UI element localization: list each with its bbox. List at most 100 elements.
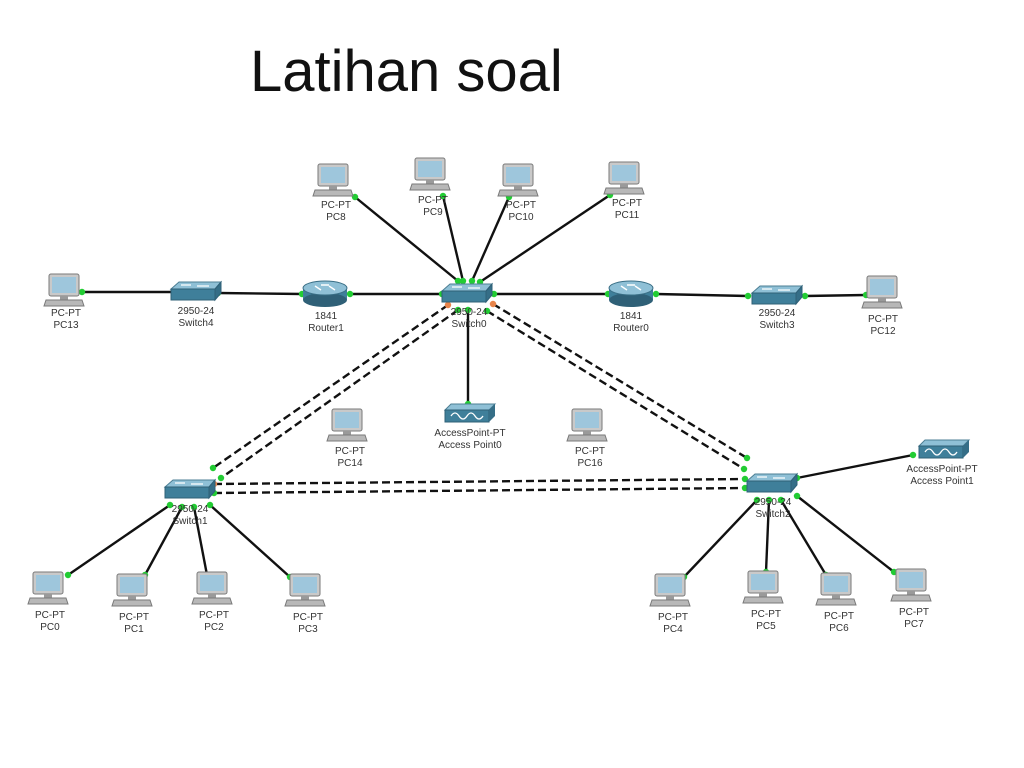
device-name-label: PC3 (298, 624, 318, 635)
port-light (178, 503, 186, 511)
port-light (740, 465, 748, 473)
pc-icon[interactable] (566, 408, 608, 442)
crossover-cable[interactable] (492, 302, 748, 460)
straight-cable[interactable] (804, 293, 867, 298)
straight-cable[interactable] (796, 495, 895, 573)
access-point-icon[interactable] (443, 403, 497, 423)
port-light (468, 277, 476, 285)
straight-cable[interactable] (441, 195, 465, 282)
device-model-label: 2950-24 (178, 306, 215, 317)
straight-cable[interactable] (683, 499, 758, 578)
device-name-label: PC8 (326, 212, 346, 223)
port-light (64, 571, 72, 579)
pc-icon[interactable] (409, 157, 451, 191)
pc-icon[interactable] (284, 573, 326, 607)
pc-icon[interactable] (815, 572, 857, 606)
port-light (459, 277, 467, 285)
port-light (489, 300, 497, 308)
switch-icon[interactable] (440, 282, 494, 304)
switch-icon[interactable] (163, 478, 217, 500)
straight-cable[interactable] (354, 196, 459, 282)
straight-cable[interactable] (192, 506, 209, 576)
device-name-label: PC10 (508, 212, 533, 223)
device-name-label: Router0 (613, 323, 649, 334)
pc-icon[interactable] (312, 163, 354, 197)
device-name-label: PC2 (204, 622, 224, 633)
port-light (753, 496, 761, 504)
straight-cable[interactable] (470, 196, 511, 282)
device-model-label: PC-PT (335, 446, 365, 457)
switch-icon[interactable] (745, 472, 799, 494)
port-light (351, 193, 359, 201)
straight-cable[interactable] (764, 499, 771, 573)
pc-icon[interactable] (890, 568, 932, 602)
pc-icon[interactable] (326, 408, 368, 442)
straight-cable[interactable] (217, 291, 303, 296)
device-model-label: 2950-24 (759, 308, 796, 319)
router-icon[interactable] (302, 280, 348, 307)
straight-cable[interactable] (209, 504, 291, 578)
port-light (206, 501, 214, 509)
device-model-label: PC-PT (51, 308, 81, 319)
port-light (652, 290, 660, 298)
pc-icon[interactable] (497, 163, 539, 197)
device-model-label: PC-PT (293, 612, 323, 623)
straight-cable[interactable] (67, 504, 171, 576)
switch-icon[interactable] (750, 284, 804, 306)
crossover-cable[interactable] (213, 486, 746, 495)
device-model-label: AccessPoint-PT (434, 428, 505, 439)
pc-icon[interactable] (861, 275, 903, 309)
device-model-label: PC-PT (824, 611, 854, 622)
device-name-label: PC12 (870, 326, 895, 337)
port-light (454, 306, 462, 314)
pc-icon[interactable] (603, 161, 645, 195)
device-model-label: PC-PT (575, 446, 605, 457)
straight-cable[interactable] (796, 453, 914, 480)
device-model-label: PC-PT (751, 609, 781, 620)
router-icon[interactable] (608, 280, 654, 307)
device-name-label: PC4 (663, 624, 683, 635)
device-model-label: 2950-24 (451, 307, 488, 318)
port-light (765, 496, 773, 504)
device-name-label: PC1 (124, 624, 144, 635)
device-model-label: PC-PT (899, 607, 929, 618)
device-name-label: PC5 (756, 621, 776, 632)
straight-cable[interactable] (143, 506, 184, 576)
port-light (744, 292, 752, 300)
access-point-icon[interactable] (917, 439, 971, 459)
pc-icon[interactable] (27, 571, 69, 605)
device-name-label: PC6 (829, 623, 849, 634)
port-light (801, 292, 809, 300)
pc-icon[interactable] (191, 571, 233, 605)
crossover-cable[interactable] (213, 477, 746, 486)
port-light (346, 290, 354, 298)
cable-layer (67, 194, 914, 578)
device-model-label: 1841 (315, 311, 338, 322)
device-name-label: Access Point1 (910, 476, 974, 487)
pc-icon[interactable] (43, 273, 85, 307)
device-model-label: PC-PT (612, 198, 642, 209)
device-model-label: 2950-24 (755, 497, 792, 508)
switch-icon[interactable] (169, 280, 223, 302)
device-name-label: Access Point0 (438, 440, 502, 451)
port-light (209, 464, 217, 472)
device-name-label: PC14 (337, 458, 362, 469)
port-light (190, 503, 198, 511)
crossover-cable[interactable] (220, 309, 459, 479)
crossover-cable[interactable] (486, 309, 745, 471)
pc-icon[interactable] (111, 573, 153, 607)
pc-icon[interactable] (742, 570, 784, 604)
device-model-label: PC-PT (199, 610, 229, 621)
device-name-label: PC9 (423, 207, 443, 218)
straight-cable[interactable] (655, 292, 749, 298)
device-name-label: Switch3 (759, 320, 794, 331)
straight-cable[interactable] (779, 499, 828, 576)
port-light (444, 301, 452, 309)
port-light (217, 474, 225, 482)
device-model-label: PC-PT (658, 612, 688, 623)
device-model-label: PC-PT (321, 200, 351, 211)
straight-cable[interactable] (479, 194, 611, 283)
pc-icon[interactable] (649, 573, 691, 607)
port-light (909, 451, 917, 459)
